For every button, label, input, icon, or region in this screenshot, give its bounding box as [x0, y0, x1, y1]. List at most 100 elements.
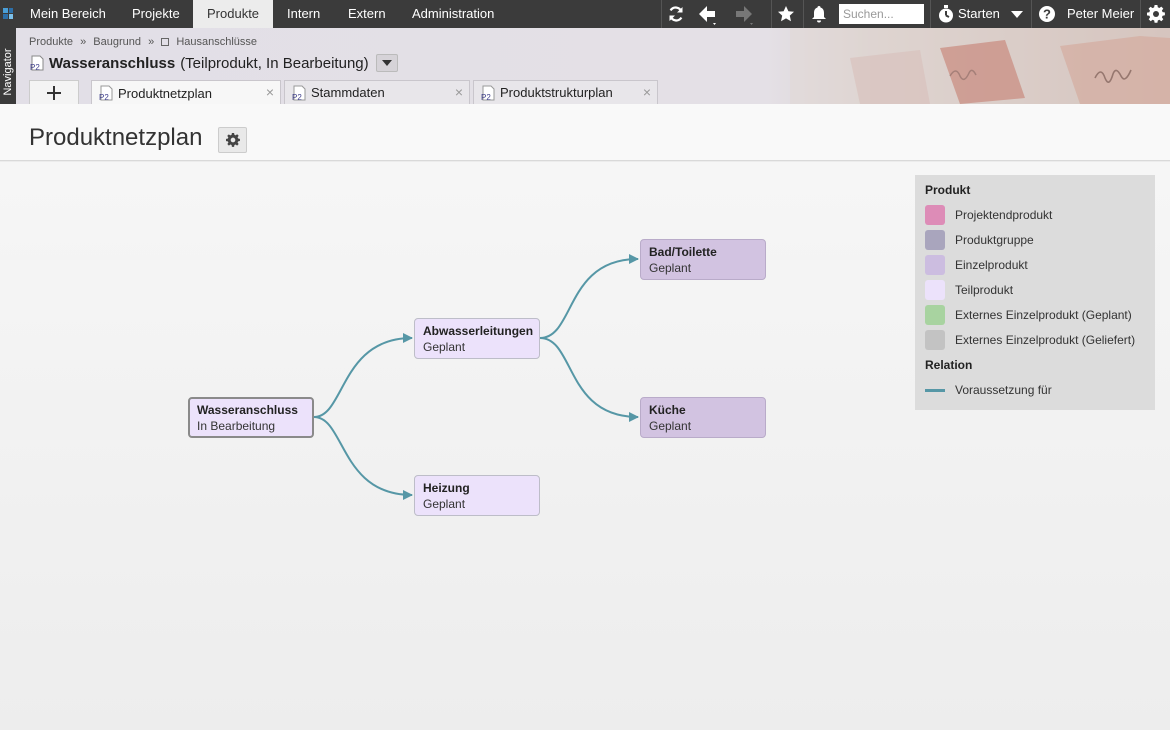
legend-label: Einzelprodukt: [955, 258, 1028, 272]
navigator-label: Navigator: [2, 48, 14, 96]
app-logo-icon[interactable]: [0, 0, 16, 28]
toolbar-divider: [661, 0, 662, 28]
back-arrow-icon[interactable]: [694, 0, 720, 28]
notification-bell-icon[interactable]: [806, 0, 832, 28]
legend-swatch: [925, 305, 945, 325]
legend-item: Externes Einzelprodukt (Geliefert): [925, 330, 1135, 350]
legend-heading-produkt: Produkt: [925, 183, 971, 197]
nav-administration[interactable]: Administration: [412, 6, 495, 21]
legend-swatch: [925, 230, 945, 250]
breadcrumb-separator: »: [148, 36, 155, 48]
breadcrumb-item[interactable]: Produkte: [29, 36, 74, 48]
legend-swatch: [925, 205, 945, 225]
close-tab-icon[interactable]: ×: [265, 84, 274, 100]
node-status: Geplant: [423, 497, 466, 511]
node-heizung[interactable]: Heizung Geplant: [414, 475, 540, 516]
node-title: Abwasserleitungen: [423, 324, 534, 338]
legend-item: Teilprodukt: [925, 280, 1013, 300]
toolbar-divider: [771, 0, 772, 28]
close-tab-icon[interactable]: ×: [642, 84, 651, 100]
legend-swatch: [925, 330, 945, 350]
legend-label: Produktgruppe: [955, 233, 1034, 247]
object-header: Produkte » Baugrund » Hausanschlüsse P2 …: [16, 28, 1170, 104]
legend-label: Externes Einzelprodukt (Geliefert): [955, 333, 1136, 347]
legend-panel: Produkt Projektendprodukt Produktgruppe …: [915, 175, 1155, 410]
content-header: Produktnetzplan: [0, 104, 1170, 161]
product-p2-icon: P2: [292, 85, 306, 101]
legend-label: Teilprodukt: [955, 283, 1014, 297]
legend-label: Externes Einzelprodukt (Geplant): [955, 308, 1132, 322]
forward-arrow-icon[interactable]: [731, 0, 757, 28]
timer-icon[interactable]: [933, 0, 959, 28]
refresh-icon[interactable]: [663, 0, 689, 28]
gear-icon: [225, 133, 240, 147]
tab-label: Produktnetzplan: [118, 85, 212, 101]
breadcrumb-item[interactable]: Hausanschlüsse: [176, 36, 258, 48]
object-name: Wasseranschluss: [49, 54, 176, 72]
toolbar-divider: [1140, 0, 1141, 28]
nav-mein-bereich[interactable]: Mein Bereich: [30, 6, 106, 21]
legend-swatch: [925, 280, 945, 300]
legend-swatch: [925, 255, 945, 275]
favorites-star-icon[interactable]: [773, 0, 799, 28]
breadcrumb-separator: »: [80, 36, 87, 48]
tab-produktstrukturplan[interactable]: P2 Produktstrukturplan ×: [473, 80, 658, 104]
nav-projekte[interactable]: Projekte: [132, 6, 180, 21]
view-settings-button[interactable]: [218, 127, 247, 153]
node-title: Wasseranschluss: [197, 403, 298, 417]
user-name[interactable]: Peter Meier: [1067, 6, 1135, 21]
legend-item: Produktgruppe: [925, 230, 1034, 250]
breadcrumb: Produkte » Baugrund » Hausanschlüsse: [29, 36, 261, 48]
breadcrumb-item[interactable]: Baugrund: [93, 36, 141, 48]
object-title-row: P2 Wasseranschluss (Teilprodukt, In Bear…: [29, 52, 398, 74]
product-p2-icon: P2: [29, 55, 45, 72]
chevron-down-icon: [381, 60, 392, 66]
nav-intern[interactable]: Intern: [287, 6, 321, 21]
legend-relation-line: [925, 388, 945, 392]
svg-text:P2: P2: [30, 63, 40, 71]
legend-item: Einzelprodukt: [925, 255, 1028, 275]
svg-text:P2: P2: [481, 93, 491, 101]
node-status: Geplant: [649, 261, 692, 275]
legend-item: Projektendprodukt: [925, 205, 1052, 225]
node-wasseranschluss[interactable]: Wasseranschluss In Bearbeitung: [188, 397, 314, 438]
plus-icon: [47, 85, 61, 100]
tab-produktnetzplan[interactable]: P2 Produktnetzplan ×: [91, 80, 281, 105]
toolbar-divider: [803, 0, 804, 28]
tab-stammdaten[interactable]: P2 Stammdaten ×: [284, 80, 470, 104]
page-title: Produktnetzplan: [29, 124, 203, 151]
nav-extern[interactable]: Extern: [348, 6, 386, 21]
breadcrumb-folder-icon: [161, 38, 170, 46]
node-status: Geplant: [423, 340, 466, 354]
navigator-toggle[interactable]: Navigator: [0, 28, 16, 118]
settings-gear-icon[interactable]: [1143, 0, 1169, 28]
node-title: Küche: [649, 403, 686, 417]
svg-text:P2: P2: [99, 93, 109, 101]
tab-label: Stammdaten: [311, 85, 385, 100]
product-p2-icon: P2: [99, 85, 113, 101]
node-abwasserleitungen[interactable]: Abwasserleitungen Geplant: [414, 318, 540, 359]
node-status: In Bearbeitung: [197, 419, 276, 433]
toolbar-divider: [1031, 0, 1032, 28]
node-title: Heizung: [423, 481, 470, 495]
nav-produkte[interactable]: Produkte: [193, 0, 274, 28]
legend-item: Externes Einzelprodukt (Geplant): [925, 305, 1132, 325]
start-dropdown-chevron-icon[interactable]: [1004, 0, 1030, 28]
toolbar-divider: [930, 0, 931, 28]
svg-text:?: ?: [1043, 7, 1051, 22]
help-icon[interactable]: ?: [1034, 0, 1060, 28]
header-background-image: [790, 28, 1170, 104]
node-bad-toilette[interactable]: Bad/Toilette Geplant: [640, 239, 766, 280]
add-tab-button[interactable]: [29, 80, 79, 104]
search-input[interactable]: [839, 4, 924, 24]
start-button[interactable]: Starten: [958, 6, 1000, 21]
tab-label: Produktstrukturplan: [500, 85, 613, 100]
legend-label: Projektendprodukt: [955, 208, 1053, 222]
svg-text:P2: P2: [292, 93, 302, 101]
legend-heading-relation: Relation: [925, 358, 973, 372]
node-kueche[interactable]: Küche Geplant: [640, 397, 766, 438]
object-menu-dropdown[interactable]: [375, 54, 398, 72]
object-type-status: (Teilprodukt, In Bearbeitung): [180, 54, 369, 72]
close-tab-icon[interactable]: ×: [454, 84, 463, 100]
top-navigation-bar: Mein Bereich Projekte Produkte Intern Ex…: [0, 0, 1170, 28]
